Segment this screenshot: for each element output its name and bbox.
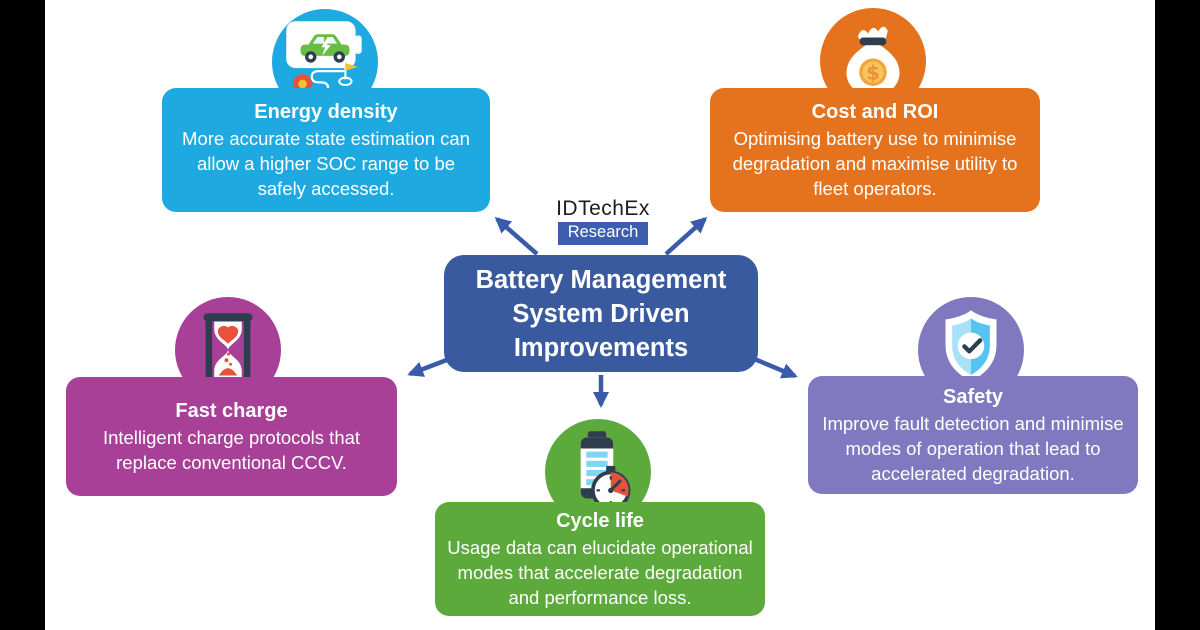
fast-charge-card: Fast charge Intelligent charge protocols… [66,377,397,496]
fast-charge-title: Fast charge [175,400,288,422]
cost-roi-title: Cost and ROI [811,101,939,123]
fast-charge-body: Intelligent charge protocols that replac… [102,427,361,473]
idtechex-wordmark: IDTechEx [556,197,650,220]
energy-density-title: Energy density [254,101,398,123]
idtechex-logo: IDTechEx Research [538,197,668,245]
safety-title: Safety [942,386,1004,408]
safety-body: Improve fault detection and minimise mod… [822,413,1124,484]
center-title-box: Battery Management System Driven Improve… [444,255,758,372]
cycle-life-title: Cycle life [556,510,644,532]
safety-card: Safety Improve fault detection and minim… [808,376,1138,494]
energy-density-body: More accurate state estimation can allow… [182,128,470,199]
idtechex-research-badge: Research [557,222,649,245]
svg-text:$: $ [866,61,879,84]
diagram-title: Battery Management System Driven Improve… [475,265,727,362]
energy-density-card: Energy density More accurate state estim… [162,88,490,212]
ev-car-route-icon [286,21,362,99]
cost-roi-body: Optimising battery use to minimise degra… [732,128,1018,199]
money-bag-icon: $ [846,26,900,97]
cycle-life-card: Cycle life Usage data can elucidate oper… [435,502,765,616]
cycle-life-body: Usage data can elucidate operational mod… [447,537,753,608]
cost-roi-card: Cost and ROI Optimising battery use to m… [710,88,1040,212]
shield-check-icon [945,310,997,382]
battery-timer-icon [580,431,631,511]
